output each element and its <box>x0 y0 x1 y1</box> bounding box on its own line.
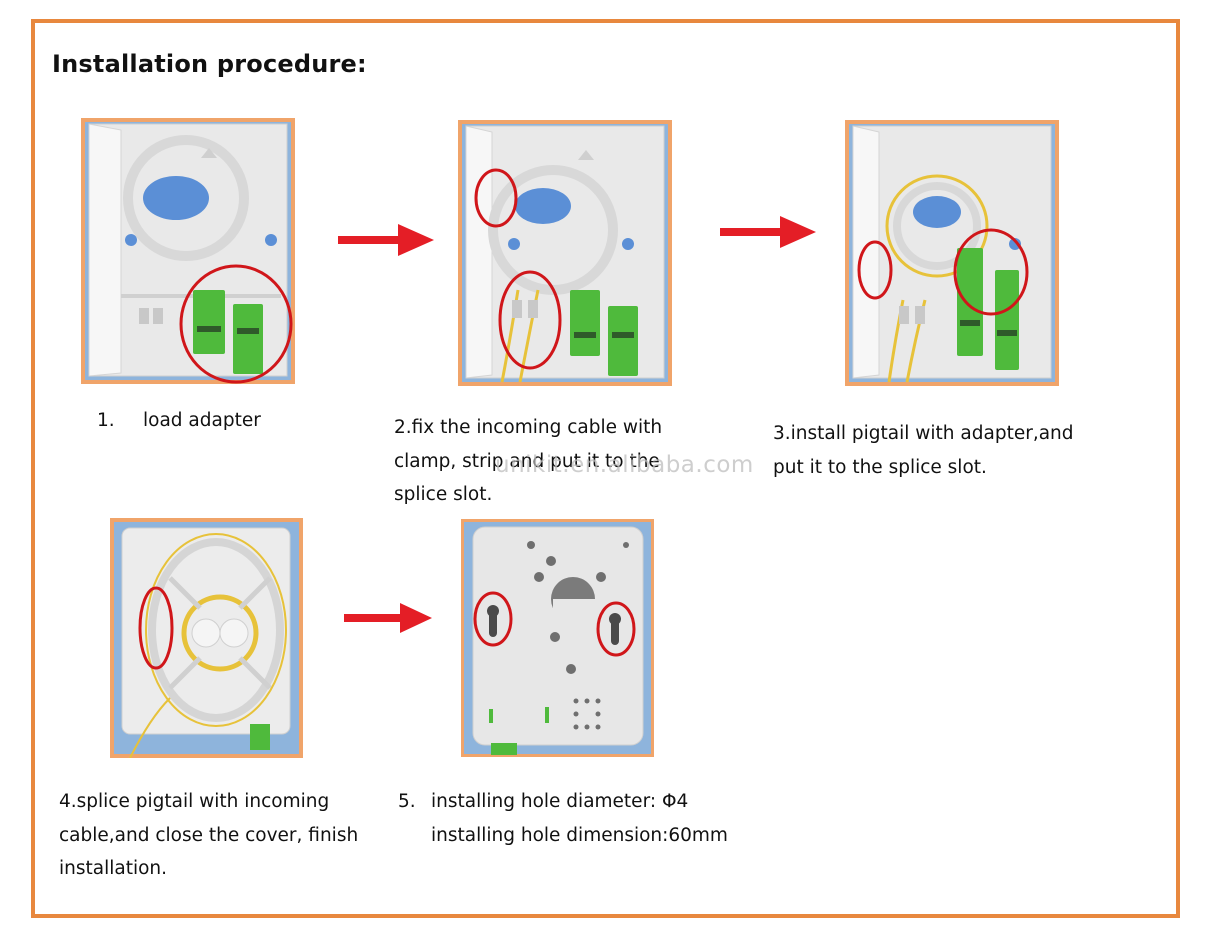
caption-step-3: 3.install pigtail with adapter,and put i… <box>773 417 1085 484</box>
arrow-right-icon <box>338 224 434 256</box>
step-text: load adapter <box>143 410 261 431</box>
caption-line: put it to the splice slot. <box>773 456 987 478</box>
photo-step-5 <box>461 519 654 757</box>
photo-step-4 <box>110 518 303 758</box>
page-title: Installation procedure: <box>52 50 367 78</box>
step-number: 5. <box>398 791 416 812</box>
step-number: 1. <box>97 410 115 431</box>
caption-line: installing hole diameter: Φ4 <box>431 791 689 812</box>
watermark: unikit.en.alibaba.com <box>495 452 754 478</box>
arrow-right-icon <box>344 603 432 633</box>
photo-step-1 <box>81 118 295 384</box>
caption-step-5: 5. installing hole diameter: Φ4 installin… <box>398 785 738 852</box>
caption-line: installing hole dimension:60mm <box>431 824 728 846</box>
document-frame <box>31 19 1180 918</box>
caption-line: cable,and close the cover, finish <box>59 824 359 846</box>
caption-line: installation. <box>59 858 168 879</box>
caption-line: 2.fix the incoming cable with <box>394 417 663 438</box>
caption-step-4: 4.splice pigtail with incoming cable,and… <box>59 785 362 886</box>
caption-line: 3.install pigtail with adapter,and <box>773 423 1074 444</box>
caption-line: clamp, strip and put it to the <box>394 450 660 472</box>
arrow-right-icon <box>720 216 816 248</box>
caption-line: 4.splice pigtail with incoming <box>59 791 330 812</box>
photo-step-3 <box>845 120 1059 386</box>
caption-step-1: 1. load adapter <box>97 404 337 438</box>
photo-step-2 <box>458 120 672 386</box>
caption-step-2: 2.fix the incoming cable with clamp, str… <box>394 411 692 512</box>
caption-line: splice slot. <box>394 484 493 505</box>
